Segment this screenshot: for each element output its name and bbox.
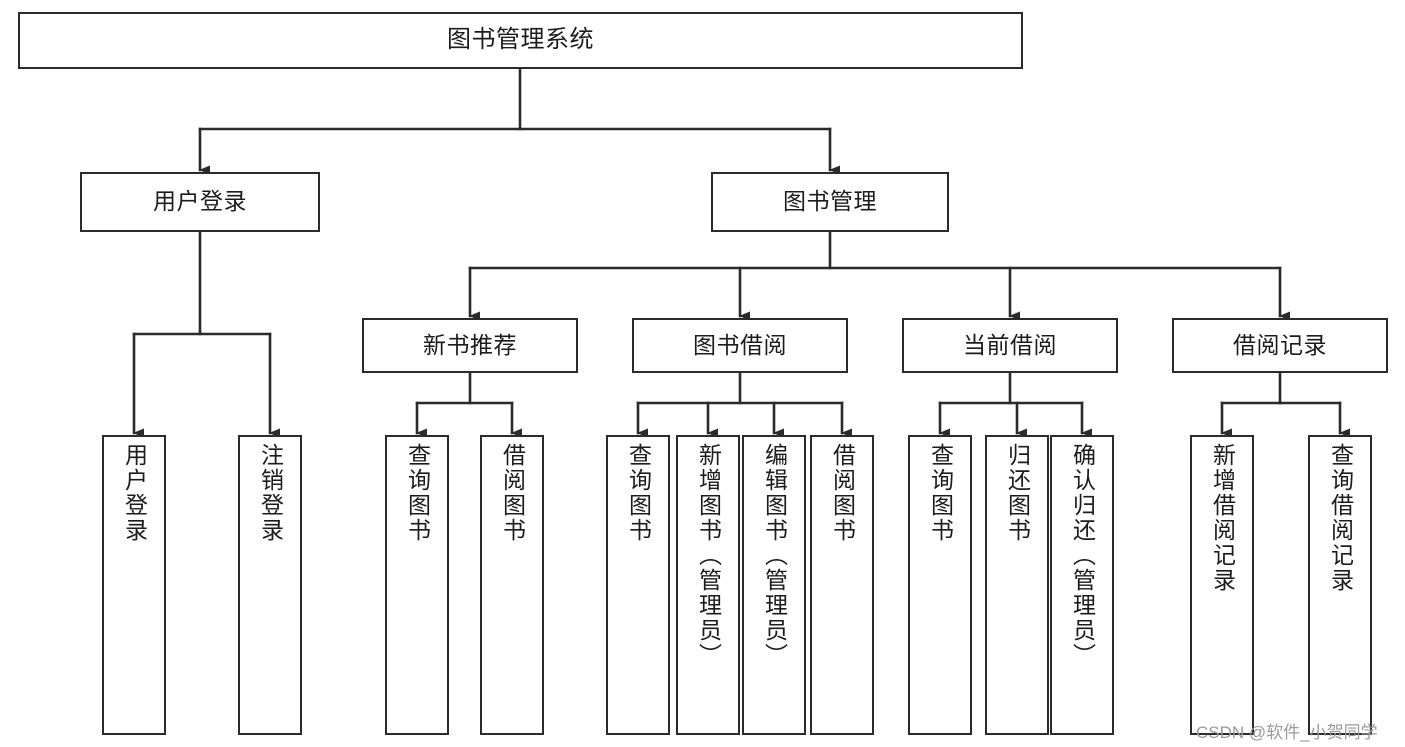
node-label: 查询图书	[927, 443, 954, 543]
node-current-borrowing[interactable]: 当前借阅	[902, 318, 1118, 373]
node-user-login[interactable]: 用户登录	[80, 172, 320, 232]
node-label: 查询图书	[625, 443, 652, 543]
node-leaf-query-book-borrow[interactable]: 查询图书	[606, 435, 670, 735]
node-label: 用户登录	[153, 188, 247, 215]
node-leaf-add-borrow-record[interactable]: 新增借阅记录	[1190, 435, 1254, 735]
node-root-system[interactable]: 图书管理系统	[18, 12, 1023, 69]
node-leaf-query-book-recommend[interactable]: 查询图书	[385, 435, 449, 735]
node-leaf-user-login[interactable]: 用户登录	[102, 435, 166, 735]
node-label: 查询图书	[404, 443, 431, 543]
node-label: 编辑图书（管理员）	[761, 443, 788, 668]
node-label: 图书借阅	[693, 331, 787, 358]
node-new-book-recommendation[interactable]: 新书推荐	[362, 318, 578, 373]
node-label: 注销登录	[257, 443, 284, 543]
csdn-watermark: CSDN @软件_小贺同学	[1196, 723, 1378, 742]
node-leaf-query-book-current[interactable]: 查询图书	[908, 435, 972, 735]
node-book-management[interactable]: 图书管理	[711, 172, 949, 232]
node-label: 确认归还（管理员）	[1069, 443, 1096, 668]
node-label: 图书管理系统	[447, 26, 594, 54]
node-label: 查询借阅记录	[1327, 443, 1354, 593]
node-label: 借阅记录	[1233, 331, 1327, 358]
node-label: 借阅图书	[499, 443, 526, 543]
node-label: 当前借阅	[963, 331, 1057, 358]
node-leaf-add-book-admin[interactable]: 新增图书（管理员）	[676, 435, 740, 735]
node-label: 用户登录	[121, 443, 148, 543]
node-leaf-query-borrow-record[interactable]: 查询借阅记录	[1308, 435, 1372, 735]
node-leaf-return-book[interactable]: 归还图书	[985, 435, 1049, 735]
node-leaf-edit-book-admin[interactable]: 编辑图书（管理员）	[742, 435, 806, 735]
node-label: 新增图书（管理员）	[695, 443, 722, 668]
node-leaf-confirm-return-admin[interactable]: 确认归还（管理员）	[1050, 435, 1114, 735]
node-borrowing-record[interactable]: 借阅记录	[1172, 318, 1388, 373]
node-label: 新增借阅记录	[1209, 443, 1236, 593]
node-label: 借阅图书	[829, 443, 856, 543]
node-leaf-user-logout[interactable]: 注销登录	[238, 435, 302, 735]
node-leaf-borrow-book-recommend[interactable]: 借阅图书	[480, 435, 544, 735]
node-label: 新书推荐	[423, 331, 517, 358]
node-label: 图书管理	[783, 188, 877, 215]
node-book-borrowing[interactable]: 图书借阅	[632, 318, 848, 373]
node-label: 归还图书	[1004, 443, 1031, 543]
node-leaf-borrow-book-borrow[interactable]: 借阅图书	[810, 435, 874, 735]
